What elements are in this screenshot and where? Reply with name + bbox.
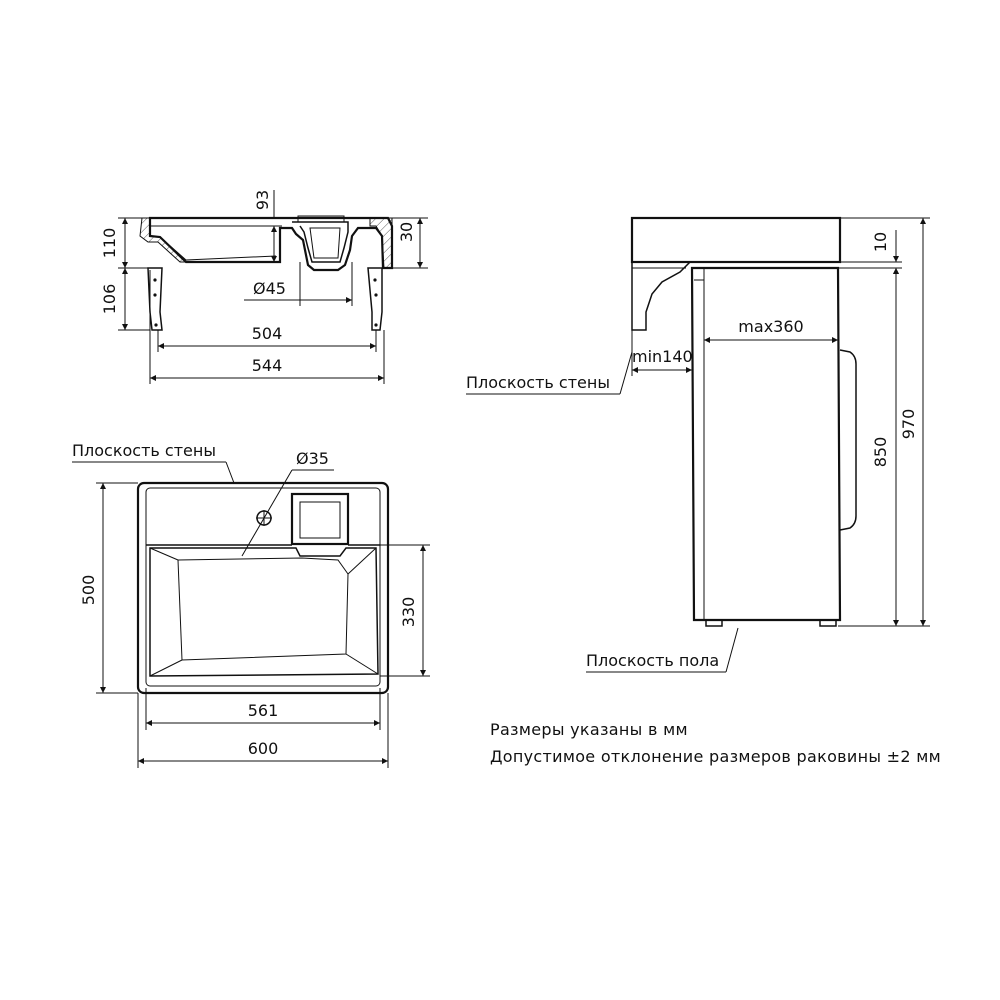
dim-110: 110 [100,228,119,259]
floor-plane-label: Плоскость пола [586,651,719,670]
dim-min140: min140 [632,347,693,366]
section-hatch-right [369,217,393,269]
dim-600: 600 [248,739,279,758]
front-section-view: 110 106 93 30 Ø45 504 544 [100,190,428,384]
drain-trap [292,221,349,263]
side-wall-plane-label: Плоскость стены [466,373,610,392]
right-bracket [367,267,383,331]
sink-outline [136,481,390,695]
dim-max360: max360 [738,317,803,336]
overflow-box [290,492,350,546]
top-view: Плоскость стены Ø35 500 330 561 600 [72,441,430,768]
washing-machine [690,266,857,627]
dim-561: 561 [248,701,279,720]
sink-slab [630,216,842,264]
notes: Размеры указаны в мм Допустимое отклонен… [490,720,941,766]
bowl-outline [149,547,379,677]
dim-330: 330 [399,597,418,628]
side-bracket [631,261,692,331]
dim-500: 500 [79,575,98,606]
dim-106: 106 [100,284,119,315]
dim-10: 10 [871,232,890,252]
dim-drain-diameter: Ø45 [253,279,286,298]
note-tolerance: Допустимое отклонение размеров раковины … [490,747,941,766]
side-view: 10 970 850 max360 min140 Плоскость стены… [466,216,930,673]
dim-tap-hole: Ø35 [296,449,329,468]
dim-30: 30 [397,222,416,242]
dim-504: 504 [252,324,283,343]
dim-850: 850 [871,437,890,468]
dim-544: 544 [252,356,283,375]
dim-970: 970 [899,409,918,440]
dim-93: 93 [253,190,272,210]
top-wall-plane-label: Плоскость стены [72,441,216,460]
note-units: Размеры указаны в мм [490,720,688,739]
